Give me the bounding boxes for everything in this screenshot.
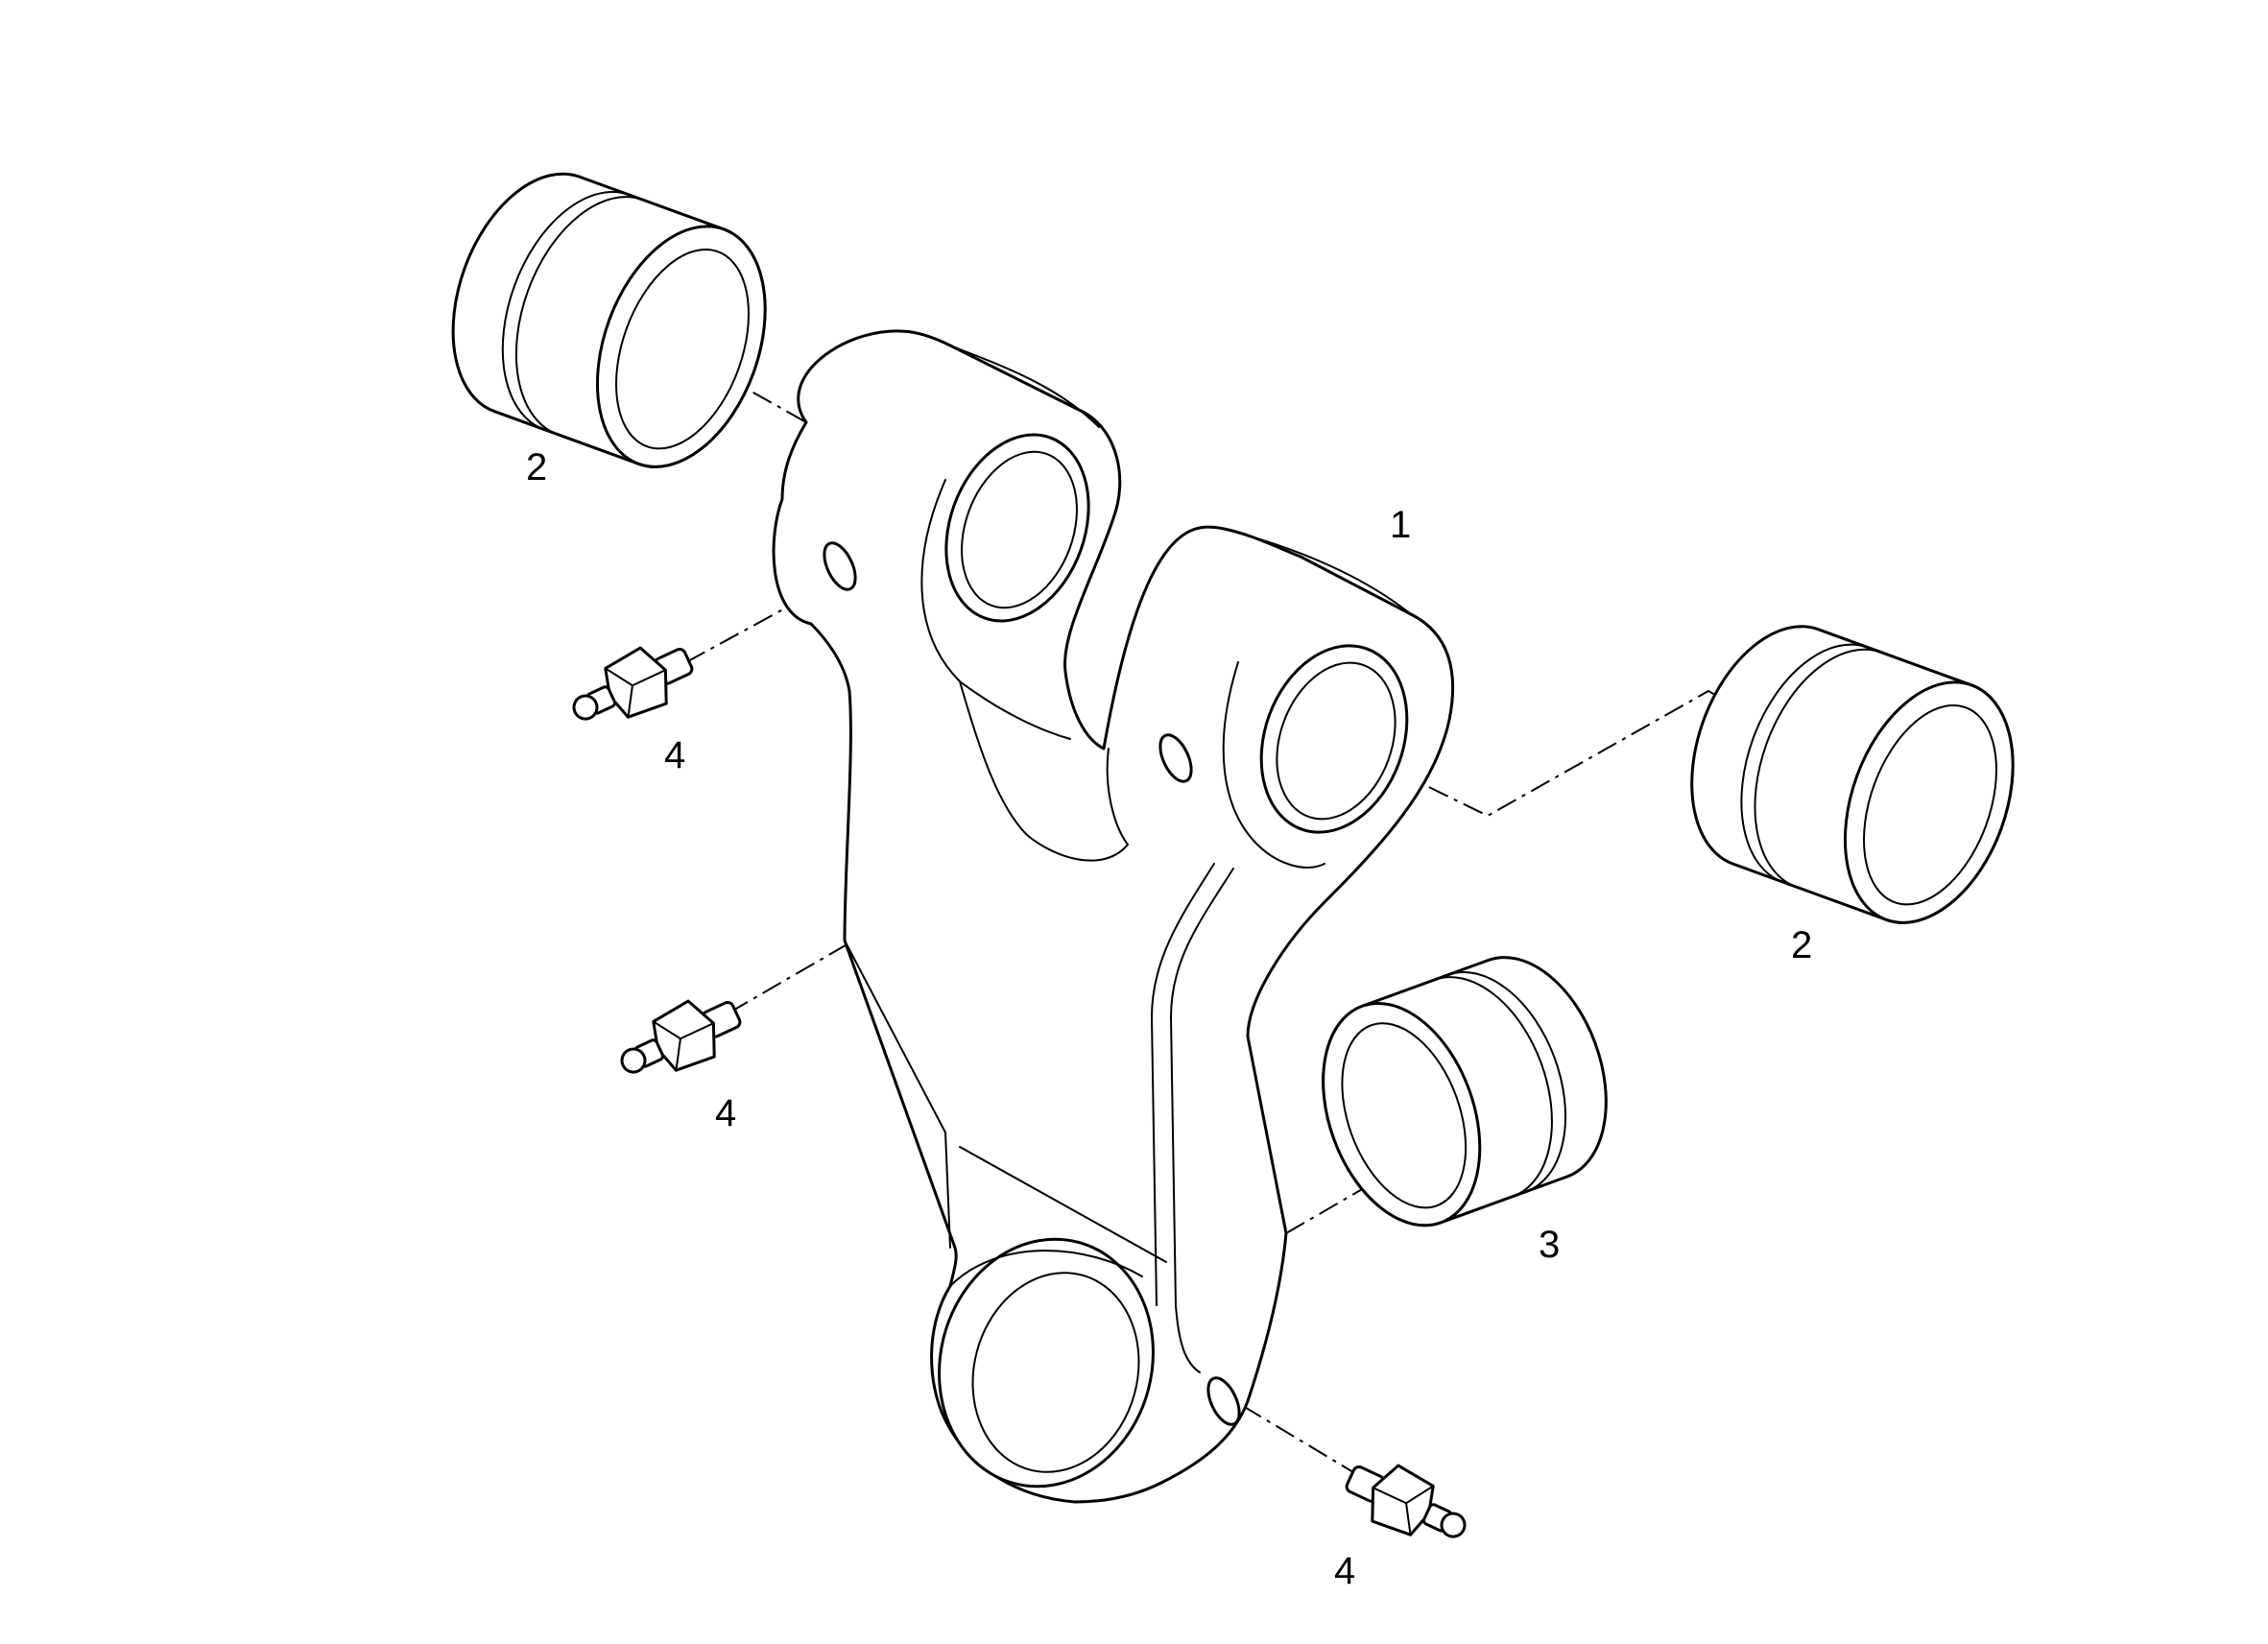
grease-fitting-middle-left [620, 999, 742, 1074]
bushing-top-left [451, 172, 767, 468]
grease-fitting-bottom [1345, 1464, 1467, 1538]
callout-bushing-top-left: 2 [526, 446, 547, 488]
callout-fitting-upper-left: 4 [664, 734, 685, 776]
rocker-arm [772, 329, 1455, 1504]
callout-bushing-right: 2 [1791, 924, 1812, 966]
bushing-lower [1322, 956, 1608, 1227]
callouts: 1 2 2 3 4 4 4 [526, 446, 1812, 1592]
callout-fitting-middle-left: 4 [715, 1092, 736, 1134]
callout-fitting-bottom: 4 [1334, 1550, 1355, 1592]
callout-part-1: 1 [1390, 504, 1411, 546]
bushing-right [1690, 625, 2015, 924]
grease-fitting-upper-left [572, 646, 694, 721]
callout-bushing-lower: 3 [1539, 1224, 1560, 1266]
